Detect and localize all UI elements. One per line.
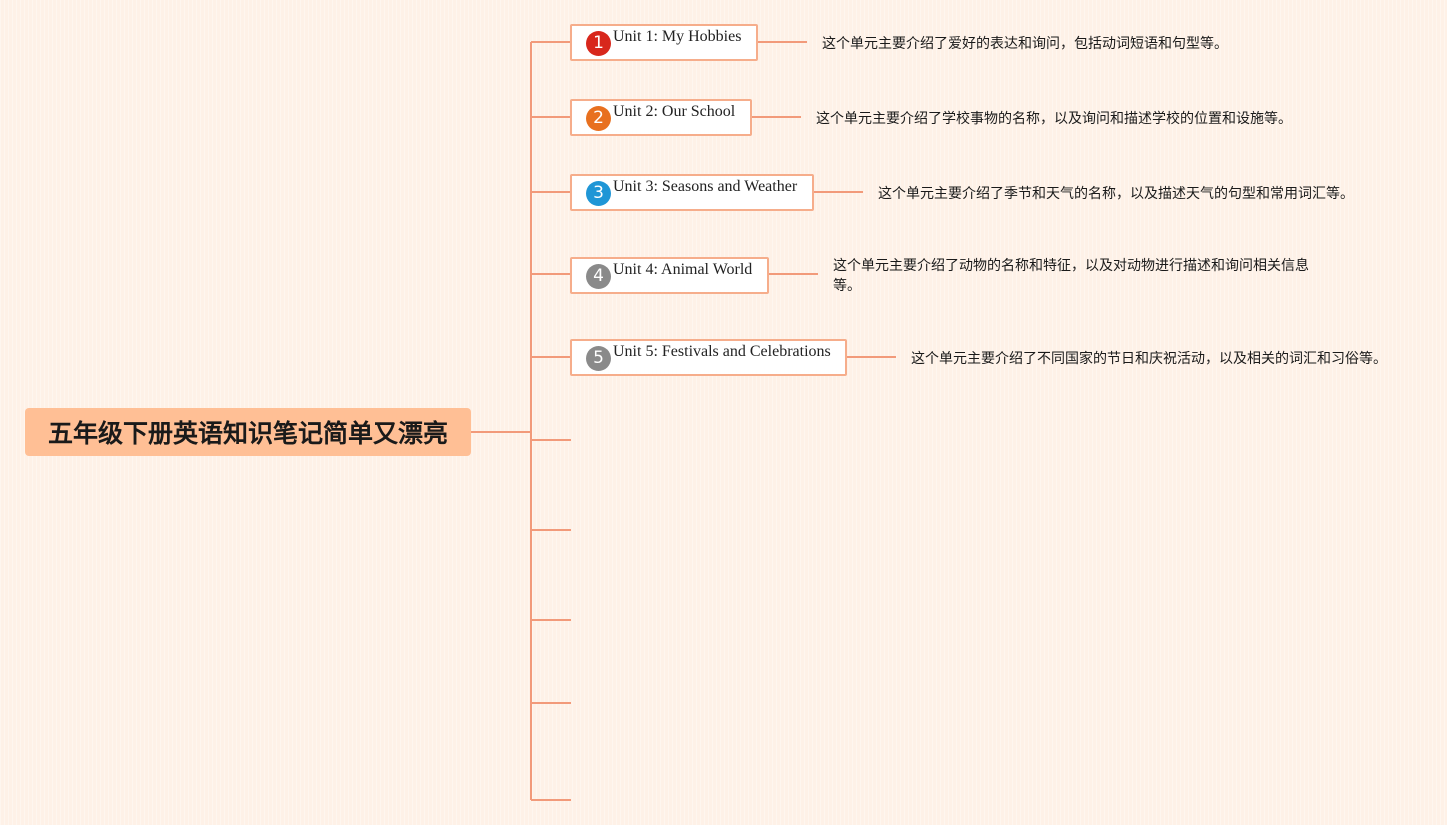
unit-title: Unit 1: My Hobbies <box>613 28 742 45</box>
unit-number-badge: 3 <box>586 181 611 206</box>
unit-description: 这个单元主要介绍了动物的名称和特征，以及对动物进行描述和询问相关信息等。 <box>833 258 1309 294</box>
unit-topic[interactable]: 3 Unit 3: Seasons and Weather <box>570 174 814 211</box>
unit-topic[interactable]: 5 Unit 5: Festivals and Celebrations <box>570 339 847 376</box>
unit-description: 这个单元主要介绍了爱好的表达和询问，包括动词短语和句型等。 <box>822 36 1228 52</box>
unit-title: Unit 3: Seasons and Weather <box>613 178 798 195</box>
unit-number-badge: 4 <box>586 264 611 289</box>
unit-number-badge: 1 <box>586 31 611 56</box>
unit-description: 这个单元主要介绍了季节和天气的名称，以及描述天气的句型和常用词汇等。 <box>878 186 1354 202</box>
unit-title: Unit 2: Our School <box>613 103 736 120</box>
central-topic[interactable]: 五年级下册英语知识笔记简单又漂亮 <box>25 408 471 456</box>
unit-title: Unit 5: Festivals and Celebrations <box>613 343 831 360</box>
unit-topic[interactable]: 1 Unit 1: My Hobbies <box>570 24 758 61</box>
unit-topic[interactable]: 4 Unit 4: Animal World <box>570 257 769 294</box>
unit-topic[interactable]: 2 Unit 2: Our School <box>570 99 752 136</box>
unit-number-badge: 5 <box>586 346 611 371</box>
unit-description: 这个单元主要介绍了学校事物的名称，以及询问和描述学校的位置和设施等。 <box>816 111 1292 127</box>
unit-number-badge: 2 <box>586 106 611 131</box>
unit-description: 这个单元主要介绍了不同国家的节日和庆祝活动，以及相关的词汇和习俗等。 <box>911 351 1387 367</box>
unit-title: Unit 4: Animal World <box>613 261 753 278</box>
